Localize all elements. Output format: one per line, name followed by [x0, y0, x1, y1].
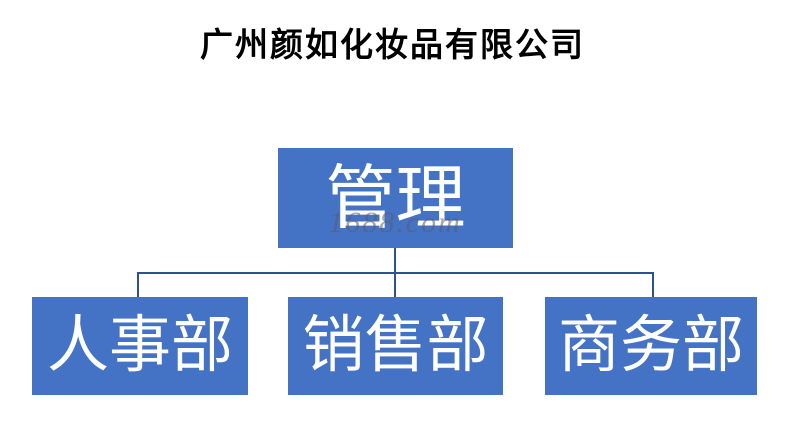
org-node-management-label: 管理	[325, 159, 466, 237]
connector-right-vertical	[652, 272, 654, 297]
org-node-business-department-label: 商务部	[557, 311, 744, 380]
connector-horizontal	[137, 272, 654, 274]
org-node-hr-department: 人事部	[32, 297, 248, 395]
org-node-sales-department-label: 销售部	[302, 311, 489, 380]
org-node-business-department: 商务部	[545, 297, 757, 395]
connector-left-vertical	[137, 272, 139, 297]
org-node-hr-department-label: 人事部	[46, 311, 233, 380]
org-node-sales-department: 销售部	[288, 297, 503, 395]
page-title: 广州颜如化妆品有限公司	[200, 26, 585, 63]
org-node-management: 管理	[278, 148, 513, 248]
